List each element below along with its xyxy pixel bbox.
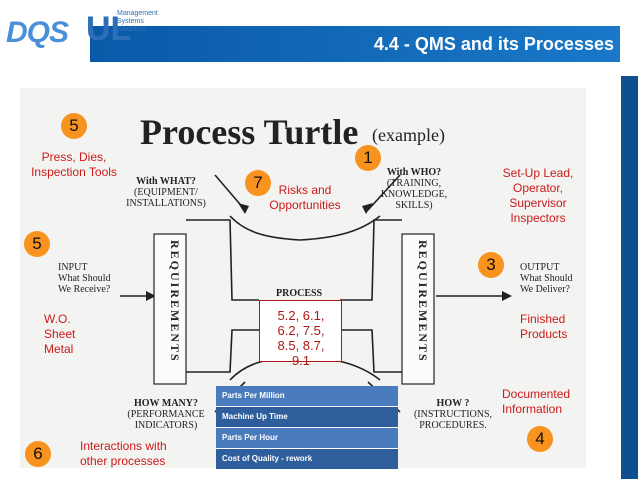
input-label: INPUT What Should We Receive? (58, 262, 128, 295)
ul-sub-line: Management (117, 10, 158, 17)
leg-top-right (367, 174, 401, 211)
circle-1 (355, 145, 381, 171)
number-1: 1 (363, 148, 373, 167)
label-line: HOW MANY? (134, 398, 198, 409)
metric-row: Parts Per Million (216, 386, 398, 407)
how-annotation: Documented Information (502, 387, 592, 417)
label-line: KNOWLEDGE, (380, 189, 448, 200)
label-line: OUTPUT (520, 262, 560, 273)
title-bar (90, 26, 620, 62)
requirements-left-text: REQUIREMENTS (168, 240, 182, 363)
process-clauses: 5.2, 6.1, 6.2, 7.5, 8.5, 8.7, 9.1 (259, 308, 343, 368)
output-label: OUTPUT What Should We Deliver? (520, 262, 600, 295)
circle-3 (478, 252, 504, 278)
circle-6 (25, 441, 51, 467)
turtle-subtitle: (example) (372, 125, 445, 145)
metric-row: Parts Per Hour (216, 428, 398, 449)
who-annotation: Set-Up Lead, Operator, Supervisor Inspec… (490, 166, 586, 226)
metric-row: Machine Up Time (216, 407, 398, 428)
requirements-right-box (401, 233, 435, 385)
circle-5-left (24, 231, 50, 257)
metric-row: Cost of Quality - rework (216, 449, 398, 470)
clause-line: 9.1 (291, 353, 311, 368)
input-annotation: W.O. Sheet Metal (44, 312, 104, 357)
label-line: With WHO? (386, 167, 442, 178)
annotation-line: Risks and (278, 183, 332, 197)
with-what-label: With WHAT? (EQUIPMENT/ INSTALLATIONS) (110, 176, 222, 209)
interactions-annotation: Interactions with other processes (80, 439, 200, 469)
label-line: SKILLS) (395, 200, 433, 211)
label-line: PROCEDURES. (419, 420, 487, 431)
side-strip (621, 76, 638, 479)
ul-sub-line: Systems (117, 18, 144, 25)
number-7: 7 (253, 173, 263, 192)
label-line: We Receive? (58, 284, 111, 295)
annotation-line: Information (502, 402, 563, 416)
label-line: We Deliver? (520, 284, 570, 295)
number-5-left: 5 (32, 234, 42, 253)
requirements-left-box (153, 233, 187, 385)
annotation-line: Opportunities (269, 198, 341, 212)
process-label: PROCESS (276, 288, 323, 299)
annotation-line: Set-Up Lead, (502, 166, 574, 180)
ul-logo: UL (86, 10, 132, 48)
annotation-line: other processes (80, 454, 166, 468)
label-line: INSTALLATIONS) (126, 198, 206, 209)
label-line: INDICATORS) (134, 420, 198, 431)
process-box (259, 300, 342, 362)
performance-indicators-table: Parts Per Million Machine Up Time Parts … (216, 386, 398, 470)
circle-5-top (61, 113, 87, 139)
label-line: With WHAT? (136, 176, 196, 187)
label-line: (EQUIPMENT/ (134, 187, 198, 198)
slide-title: 4.4 - QMS and its Processes (373, 34, 614, 54)
equipment-annotation: Press, Dies, Inspection Tools (18, 150, 130, 180)
turtle-title: Process Turtle (140, 112, 359, 152)
annotation-line: Operator, (512, 181, 564, 195)
label-line: HOW ? (436, 398, 470, 409)
number-5-top: 5 (69, 116, 79, 135)
number-3: 3 (486, 255, 496, 274)
clause-line: 6.2, 7.5, (277, 323, 325, 338)
number-6: 6 (33, 444, 43, 463)
risks-annotation: Risks and Opportunities (262, 183, 348, 213)
output-annotation: Finished Products (520, 312, 590, 342)
clause-line: 8.5, 8.7, (277, 338, 325, 353)
label-line: (INSTRUCTIONS, (413, 409, 493, 420)
annotation-line: Finished (520, 312, 566, 326)
annotation-line: Interactions with (80, 439, 167, 453)
with-who-label: With WHO? (TRAINING, KNOWLEDGE, SKILLS) (364, 167, 464, 211)
label-line: What Should (58, 273, 111, 284)
label-line: INPUT (58, 262, 88, 273)
annotation-line: Documented (502, 387, 571, 401)
annotation-line: Metal (44, 342, 74, 356)
annotation-line: Supervisor (509, 196, 567, 210)
clause-line: 5.2, 6.1, (277, 308, 325, 323)
top-arc (229, 215, 381, 241)
label-line: (PERFORMANCE (127, 409, 205, 420)
label-line: What Should (520, 273, 573, 284)
annotation-line: Inspection Tools (31, 165, 117, 179)
annotation-line: Sheet (44, 327, 76, 341)
how-many-label: HOW MANY? (PERFORMANCE INDICATORS) (112, 398, 220, 431)
circle-7 (245, 170, 271, 196)
dqs-logo: DQS (6, 16, 69, 49)
ul-logo-subtitle: Management Systems Solutions (117, 10, 158, 34)
annotation-line: W.O. (44, 312, 71, 326)
how-label: HOW ? (INSTRUCTIONS, PROCEDURES. (398, 398, 508, 431)
requirements-right-text: REQUIREMENTS (416, 240, 430, 363)
annotation-line: Inspectors (510, 211, 566, 225)
label-line: (TRAINING, (386, 178, 442, 189)
number-4: 4 (535, 429, 545, 448)
ul-sub-line: Solutions (117, 26, 146, 33)
circle-4 (527, 426, 553, 452)
annotation-line: Press, Dies, (41, 150, 107, 164)
annotation-line: Products (520, 327, 568, 341)
